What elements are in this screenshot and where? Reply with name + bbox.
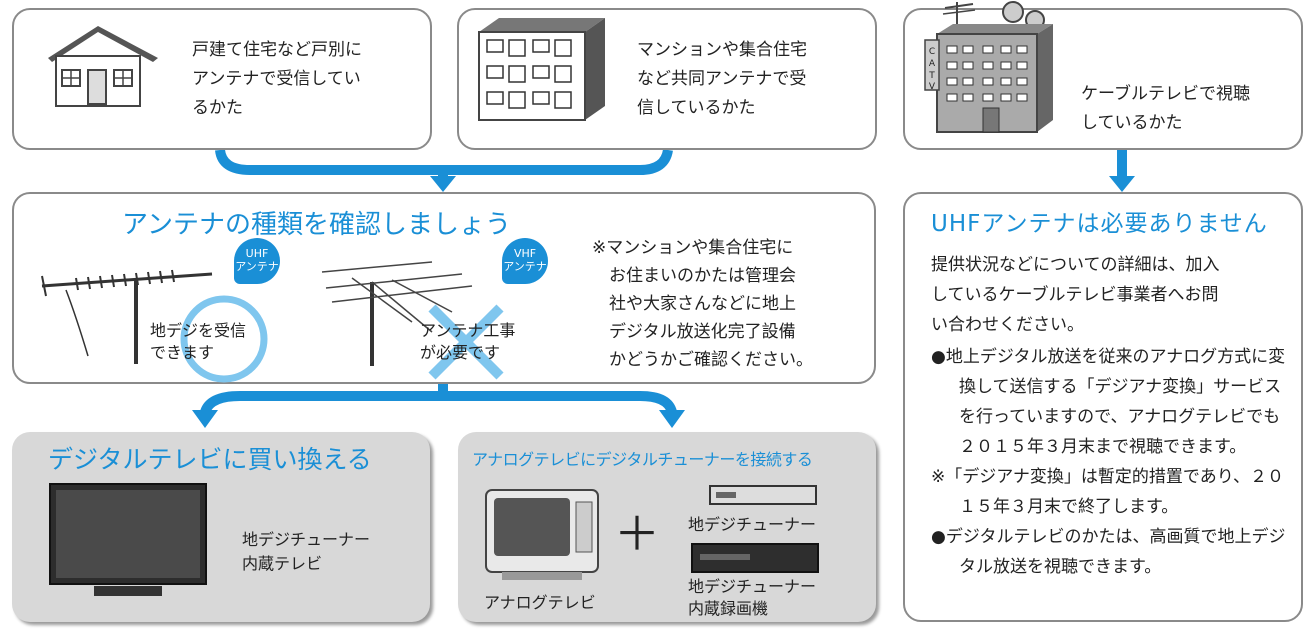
cable-info-bullet-3: ●デジタルテレビのかたは、高画質で地上デジタル放送を視聴できます。 <box>931 527 1286 577</box>
digital-tv-icon <box>49 483 207 596</box>
tuner-caption: 地デジチューナー <box>688 515 817 534</box>
vhf-bubble-line1: VHF <box>513 247 537 260</box>
mansion-label: マンションや集合住宅 など共同アンテナで受 信しているかた <box>637 40 807 118</box>
digital-tv-caption: 地デジチューナー 内蔵テレビ <box>242 530 371 573</box>
ok-circle-icon <box>180 295 268 383</box>
house-box: 戸建て住宅など戸別に アンテナで受信してい るかた <box>12 8 432 150</box>
analog-tv-icon <box>485 489 599 580</box>
cable-info-intro: 提供状況などについての詳細は、加入 しているケーブルテレビ事業者へお問 い合わせ… <box>931 255 1220 335</box>
house-icon <box>48 26 158 107</box>
uhf-bubble: UHF アンテナ <box>234 238 280 284</box>
recorder-caption: 地デジチューナー 内蔵録画機 <box>688 577 817 618</box>
antenna-note: ※マンションや集合住宅に お住まいのかたは管理会 社や大家さんなどに地上 デジタ… <box>592 238 813 370</box>
buy-digital-tv-box: デジタルテレビに買い換える 地デジチューナー 内蔵テレビ <box>12 432 430 622</box>
catv-sign-a: A <box>929 59 936 69</box>
recorder-icon <box>691 543 819 573</box>
ng-cross-icon <box>428 304 504 380</box>
mansion-box: マンションや集合住宅 など共同アンテナで受 信しているかた <box>457 8 877 150</box>
connect-tuner-title: アナログテレビにデジタルチューナーを接続する <box>472 450 813 469</box>
house-label: 戸建て住宅など戸別に アンテナで受信してい るかた <box>192 40 362 118</box>
apartment-building-icon <box>478 18 605 121</box>
cable-info-bullets: ●地上デジタル放送を従来のアナログ方式に変換して送信する「デジアナ変換」サービス… <box>931 342 1295 582</box>
vhf-bubble-line2: アンテナ <box>503 260 547 273</box>
uhf-caption: 地デジを受信 できます <box>150 321 247 362</box>
cable-box: C A T V ケーブルテレビで視聴 しているかた <box>903 1 1303 150</box>
connect-tuner-box: アナログテレビにデジタルチューナーを接続する アナログテレビ ＋ 地デジチューナ… <box>458 432 876 622</box>
cable-info-title: UHFアンテナは必要ありません <box>931 211 1268 237</box>
cable-info-bullet-2: ※「デジアナ変換」は暫定的措置であり、２０１５年３月末で終了します。 <box>931 467 1285 517</box>
catv-sign-t: T <box>928 71 935 81</box>
tuner-icon <box>709 485 817 505</box>
vhf-caption: アンテナ工事 が必要です <box>420 321 516 362</box>
vhf-antenna-icon <box>321 261 473 366</box>
antenna-check-title: アンテナの種類を確認しましょう <box>122 210 511 240</box>
cable-info-bullet-1: ●地上デジタル放送を従来のアナログ方式に変換して送信する「デジアナ変換」サービス… <box>931 347 1286 457</box>
antenna-check-box: アンテナの種類を確認しましょう UHF アンテナ 地デジを受信 できます VHF… <box>12 192 876 384</box>
vhf-bubble: VHF アンテナ <box>502 238 548 284</box>
cable-info-box: UHFアンテナは必要ありません 提供状況などについての詳細は、加入 しているケー… <box>903 192 1303 622</box>
catv-sign-v: V <box>929 82 936 92</box>
cable-label: ケーブルテレビで視聴 しているかた <box>1081 84 1250 133</box>
cable-tv-building-icon: C A T V <box>924 1 1053 133</box>
catv-sign-c: C <box>929 47 935 57</box>
uhf-antenna-icon <box>41 269 213 364</box>
uhf-bubble-line2: アンテナ <box>235 260 279 273</box>
uhf-bubble-line1: UHF <box>245 247 269 260</box>
buy-digital-tv-title: デジタルテレビに買い換える <box>48 445 372 474</box>
analog-tv-caption: アナログテレビ <box>484 593 596 612</box>
plus-sign: ＋ <box>614 507 660 561</box>
